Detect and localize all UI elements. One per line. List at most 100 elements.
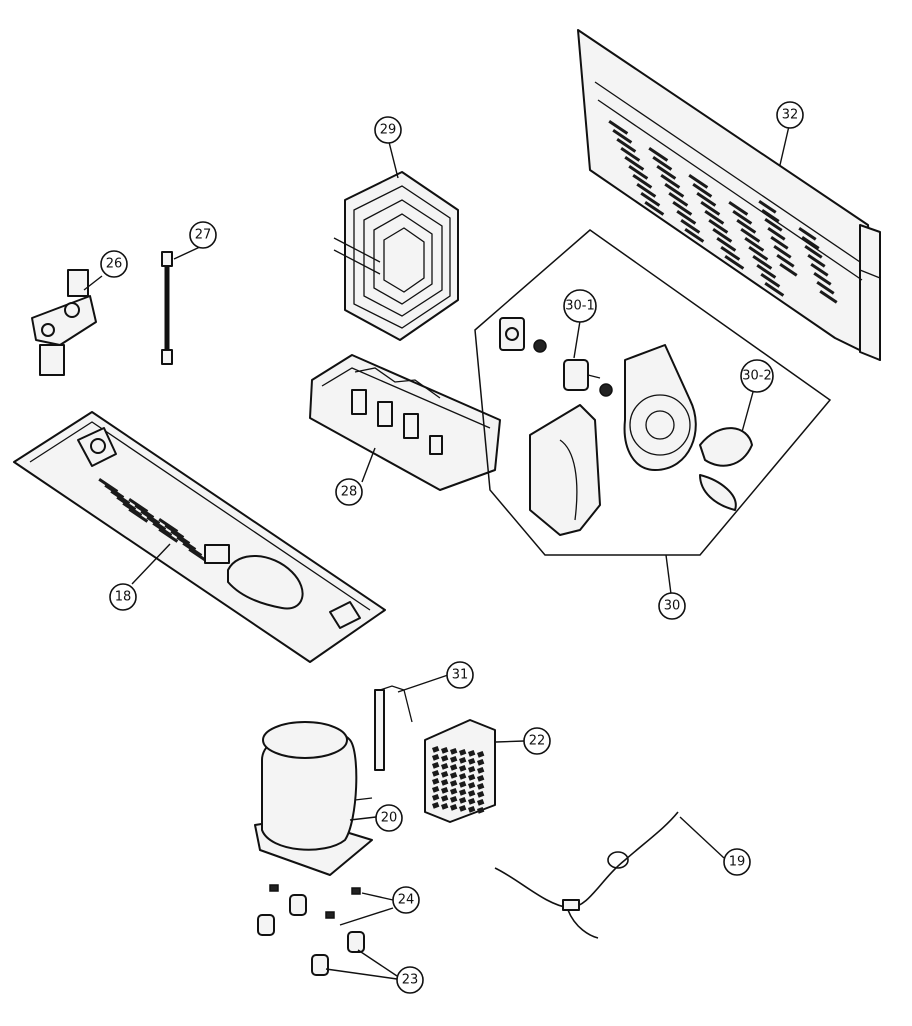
- vent-slot: [810, 263, 829, 277]
- condenser-cell: [441, 794, 449, 802]
- callout-24-label: 24: [398, 893, 415, 908]
- callout-28-label: 28: [341, 485, 358, 500]
- callout-27: 27: [189, 221, 217, 249]
- vent-slot: [767, 226, 786, 241]
- condenser-cell: [449, 779, 458, 787]
- vent-slot: [616, 138, 637, 153]
- vent-slot: [798, 226, 817, 241]
- vent-slot: [628, 165, 649, 180]
- condenser-cell: [440, 778, 449, 786]
- vent-slot: [688, 174, 709, 189]
- rear-cover-vents: [608, 120, 838, 304]
- condenser-cell: [477, 806, 485, 814]
- leader-lines: [83, 125, 790, 980]
- vent-slot: [664, 182, 685, 198]
- part-evaporator-coil: [333, 171, 459, 341]
- condenser-cell: [476, 758, 485, 766]
- vent-slot: [728, 200, 749, 216]
- vent-slot: [748, 246, 769, 261]
- condenser-cell: [440, 786, 449, 794]
- vent-slot: [636, 183, 657, 198]
- condenser-cell: [467, 773, 476, 781]
- condenser-cell: [449, 763, 458, 771]
- vent-slot: [736, 218, 757, 234]
- vent-slot: [732, 209, 753, 225]
- vent-slot: [188, 548, 209, 563]
- vent-slot: [656, 165, 677, 180]
- vent-slot: [813, 272, 832, 286]
- part-water-valve: [31, 269, 97, 376]
- callout-30-1-label: 30-1: [565, 299, 595, 314]
- vent-slot: [640, 192, 661, 207]
- condenser-cell: [467, 781, 476, 789]
- part-fan-motor: [563, 359, 601, 391]
- vent-slot: [716, 237, 737, 252]
- condenser-cell: [449, 787, 458, 795]
- part-water-tube: [161, 251, 173, 365]
- condenser-cell: [449, 755, 458, 763]
- part-base-plate: [13, 411, 386, 663]
- callout-22-label: 22: [529, 734, 546, 749]
- callout-18: 18: [109, 583, 137, 611]
- vent-slot: [676, 209, 697, 225]
- vent-slot: [684, 228, 705, 243]
- condenser-cell: [476, 750, 485, 758]
- part-fan-shroud: [623, 344, 697, 471]
- part-rubber-feet: [257, 894, 365, 976]
- condenser-cell: [476, 766, 485, 774]
- fan-assembly-group-outline: [474, 229, 832, 556]
- part-evaporator-tray: [309, 354, 501, 491]
- vent-slot: [776, 253, 795, 268]
- vent-slot: [779, 263, 798, 277]
- vent-slot: [724, 255, 745, 270]
- condenser-cell: [477, 798, 485, 806]
- condenser-cell: [449, 747, 458, 755]
- condenser-cell: [449, 795, 458, 803]
- callout-26: 26: [100, 250, 128, 278]
- condenser-cell: [458, 764, 467, 772]
- callout-20: 20: [375, 804, 403, 832]
- vent-slot: [761, 208, 780, 223]
- condenser-cell: [467, 757, 476, 765]
- callout-23: 23: [396, 966, 424, 994]
- condenser-cell: [458, 780, 467, 788]
- vent-slot: [752, 254, 773, 270]
- callout-29: 29: [374, 116, 402, 144]
- condenser-cell: [431, 745, 440, 753]
- condenser-cell: [477, 790, 485, 798]
- callout-30-2: 30-2: [740, 359, 774, 393]
- vent-slot: [608, 120, 629, 135]
- condenser-cell: [458, 756, 467, 764]
- condenser-cell: [459, 796, 467, 804]
- vent-slot: [801, 236, 820, 250]
- condenser-cell: [440, 770, 449, 778]
- vent-slot: [816, 281, 835, 295]
- condenser-cell: [441, 802, 449, 810]
- condenser-cell: [449, 771, 458, 779]
- part-wire-harness: [494, 811, 679, 939]
- part-small-grommets: [269, 884, 361, 919]
- condenser-cell: [431, 769, 440, 777]
- base-plate-vents: [98, 478, 209, 563]
- callout-31-label: 31: [452, 668, 469, 683]
- vent-slot: [648, 147, 669, 162]
- vent-slot: [740, 227, 761, 243]
- vent-slot: [704, 210, 725, 225]
- callout-31: 31: [446, 661, 474, 689]
- condenser-cell: [476, 782, 485, 790]
- condenser-cell: [458, 748, 467, 756]
- part-grommet-1: [533, 339, 547, 353]
- vent-slot: [668, 191, 689, 207]
- part-compressor: [254, 721, 373, 876]
- vent-slot: [819, 290, 838, 304]
- callout-32: 32: [776, 101, 804, 129]
- part-rear-cover-panel: [577, 29, 881, 361]
- callout-22: 22: [523, 727, 551, 755]
- callout-30-label: 30: [664, 599, 681, 614]
- vent-slot: [720, 246, 741, 261]
- condenser-cell: [467, 797, 476, 805]
- vent-slot: [624, 156, 645, 171]
- callout-27-label: 27: [195, 228, 212, 243]
- condenser-cell: [431, 801, 440, 809]
- callout-26-label: 26: [106, 257, 123, 272]
